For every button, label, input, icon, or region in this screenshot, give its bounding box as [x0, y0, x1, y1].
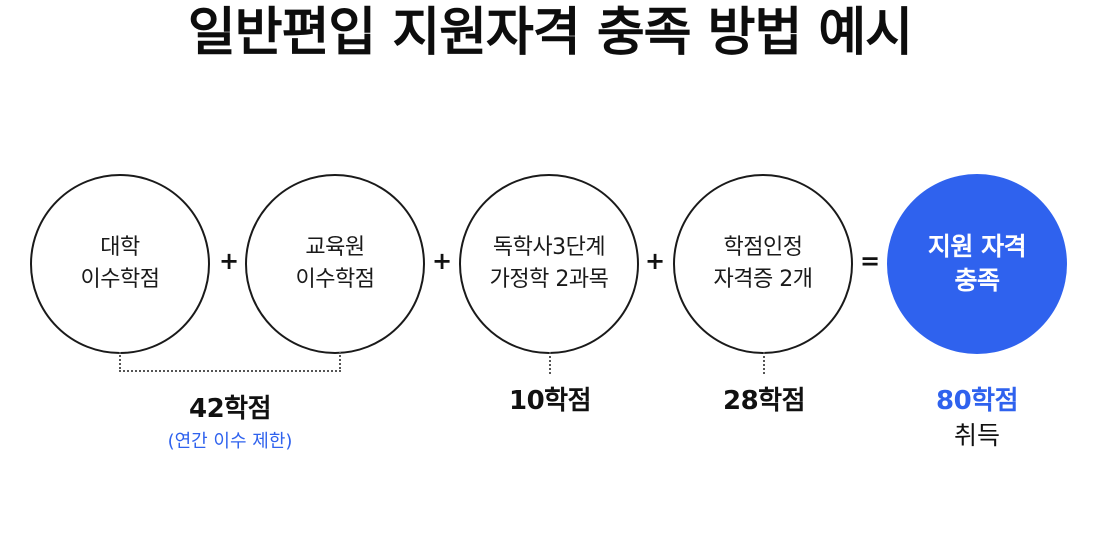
doksaksa-circle: 독학사3단계 가정학 2과목: [459, 174, 639, 354]
university-credits-circle: 대학 이수학점: [30, 174, 210, 354]
total-credits-label: 80학점: [935, 386, 1019, 416]
combined-credits-label: 42학점: [188, 394, 272, 424]
circle-label-line1: 독학사3단계: [492, 235, 606, 260]
circle-label-line2: 가정학 2과목: [489, 267, 609, 292]
doksaksa-connector: [549, 352, 551, 374]
circle-label-line2: 자격증 2개: [713, 267, 813, 292]
page-title: 일반편입 지원자격 충족 방법 예시: [187, 3, 913, 63]
circle-label-line2: 이수학점: [80, 267, 160, 292]
plus-operator: +: [644, 247, 666, 275]
certificate-connector: [763, 352, 765, 374]
annual-limit-note: (연간 이수 제한): [167, 431, 293, 452]
circle-label-line2: 이수학점: [295, 267, 375, 292]
acquired-label: 취득: [953, 421, 1000, 450]
combined-bracket-connector: [119, 352, 341, 372]
circle-label-line2: 충족: [954, 266, 1000, 295]
institute-credits-circle: 교육원 이수학점: [245, 174, 425, 354]
plus-operator: +: [218, 247, 240, 275]
circle-label-line1: 지원 자격: [927, 232, 1027, 261]
circle-label-line1: 교육원: [305, 235, 365, 260]
doksaksa-credits-label: 10학점: [508, 386, 592, 416]
circle-label-line1: 학점인정: [723, 235, 803, 260]
equals-operator: =: [859, 247, 881, 275]
certificate-credits-label: 28학점: [722, 386, 806, 416]
certificate-circle: 학점인정 자격증 2개: [673, 174, 853, 354]
plus-operator: +: [431, 247, 453, 275]
circle-label-line1: 대학: [100, 235, 140, 260]
eligibility-met-circle: 지원 자격 충족: [887, 174, 1067, 354]
